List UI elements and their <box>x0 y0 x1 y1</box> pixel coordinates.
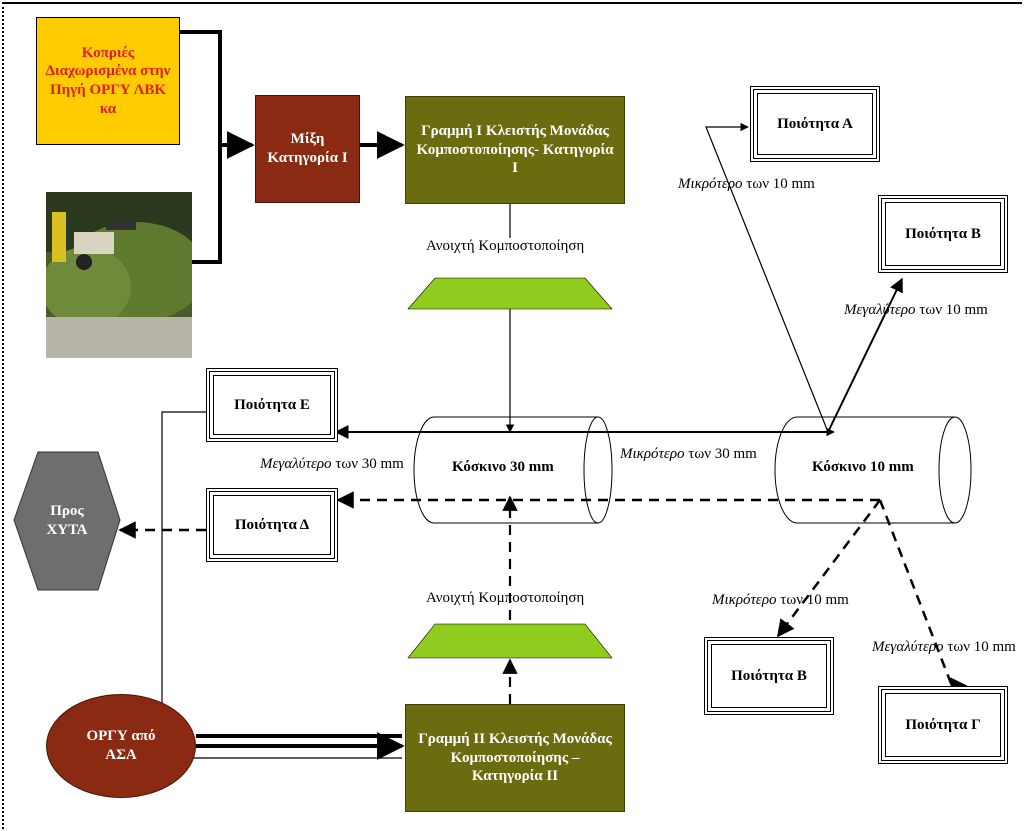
edge-larger-10-bottom-italic: Μεγαλύτερο <box>872 639 944 655</box>
edge-smaller-10-bottom-rest: των 10 mm <box>776 592 849 608</box>
sieve-10-cylinder <box>774 416 972 524</box>
quality-b-top-label: Ποιότητα Β <box>905 225 981 242</box>
line1-box-label: Γραμμή Ι Κλειστής Μονάδας Κομποστοποίηση… <box>416 122 614 177</box>
line2-box-label: Γραμμή ΙΙ Κλειστής Μονάδας Κομποστοποίησ… <box>418 730 612 785</box>
sieve-10-label: Κόσκινο 10 mm <box>812 459 914 475</box>
source-box-label: Κοπριές Διαχωρισμένα στην Πηγή ΟΡΓΥ ΛΒΚ … <box>45 44 171 117</box>
arrow-to-quality-b-top <box>827 277 903 433</box>
quality-b-bottom-box: Ποιότητα Β <box>704 637 834 715</box>
open-compost-top-label: Ανοιχτή Κομποστοποίηση <box>426 238 585 254</box>
sieve-30-cylinder <box>413 416 613 524</box>
mix-box: Μίξη Κατηγορία Ι <box>255 95 360 203</box>
edge-larger-30: Μεγαλύτερο των 30 mm <box>260 456 404 473</box>
line-orgy-to-quality-e <box>161 411 402 759</box>
machinery-photo <box>46 192 192 358</box>
quality-g-label: Ποιότητα Γ <box>905 716 981 733</box>
edge-smaller-10-top: Μικρότερο των 10 mm <box>678 176 815 193</box>
edge-smaller-30-italic: Μικρότερο <box>620 446 685 462</box>
edge-larger-10-bottom-rest: των 10 mm <box>943 639 1016 655</box>
orgy-ellipse-label: ΟΡΓΥ από ΑΣΑ <box>86 728 156 763</box>
source-box: Κοπριές Διαχωρισμένα στην Πηγή ΟΡΓΥ ΛΒΚ … <box>36 17 180 145</box>
quality-d-box: Ποιότητα Δ <box>206 488 338 562</box>
edge-larger-30-italic: Μεγαλύτερο <box>260 456 332 472</box>
edge-smaller-30-rest: των 30 mm <box>684 446 757 462</box>
open-compost-bottom-label: Ανοιχτή Κομποστοποίηση <box>426 590 585 606</box>
quality-e-box: Ποιότητα Ε <box>206 368 338 442</box>
quality-e-label: Ποιότητα Ε <box>234 396 310 413</box>
edge-larger-10-top-rest: των 10 mm <box>915 302 988 318</box>
open-compost-bottom-shape <box>407 623 613 659</box>
line2-box: Γραμμή ΙΙ Κλειστής Μονάδας Κομποστοποίησ… <box>405 704 625 812</box>
edge-smaller-10-bottom-italic: Μικρότερο <box>712 592 777 608</box>
landfill-label-box: Προς ΧΥΤΑ <box>14 452 120 590</box>
edge-smaller-10-bottom: Μικρότερο των 10 mm <box>712 592 849 609</box>
edge-larger-10-top-italic: Μεγαλύτερο <box>844 302 916 318</box>
orgy-ellipse: ΟΡΓΥ από ΑΣΑ <box>46 694 196 798</box>
quality-d-label: Ποιότητα Δ <box>234 516 310 533</box>
quality-g-box: Ποιότητα Γ <box>878 686 1008 764</box>
edge-larger-10-bottom: Μεγαλύτερο των 10 mm <box>872 639 1016 656</box>
arrow-to-quality-b-bottom <box>776 499 881 638</box>
sieve-30-label: Κόσκινο 30 mm <box>452 459 554 475</box>
edge-larger-30-rest: των 30 mm <box>331 456 404 472</box>
edge-larger-10-top: Μεγαλύτερο των 10 mm <box>844 302 988 319</box>
quality-a-label: Ποιότητα Α <box>777 115 853 132</box>
open-compost-top-shape <box>407 277 613 310</box>
edge-smaller-10-top-italic: Μικρότερο <box>678 176 743 192</box>
landfill-label: Προς ΧΥΤΑ <box>46 503 88 538</box>
quality-b-top-box: Ποιότητα Β <box>878 195 1008 273</box>
quality-a-box: Ποιότητα Α <box>750 86 880 162</box>
edge-smaller-30: Μικρότερο των 30 mm <box>620 446 757 463</box>
landfill-hexagon <box>13 451 121 591</box>
edge-smaller-10-top-rest: των 10 mm <box>742 176 815 192</box>
arrow-to-quality-a <box>705 122 829 433</box>
line1-box: Γραμμή Ι Κλειστής Μονάδας Κομποστοποίηση… <box>405 96 625 204</box>
quality-b-bottom-label: Ποιότητα Β <box>731 667 807 684</box>
arrow-to-quality-g <box>878 499 968 695</box>
mix-box-label: Μίξη Κατηγορία Ι <box>267 131 348 166</box>
